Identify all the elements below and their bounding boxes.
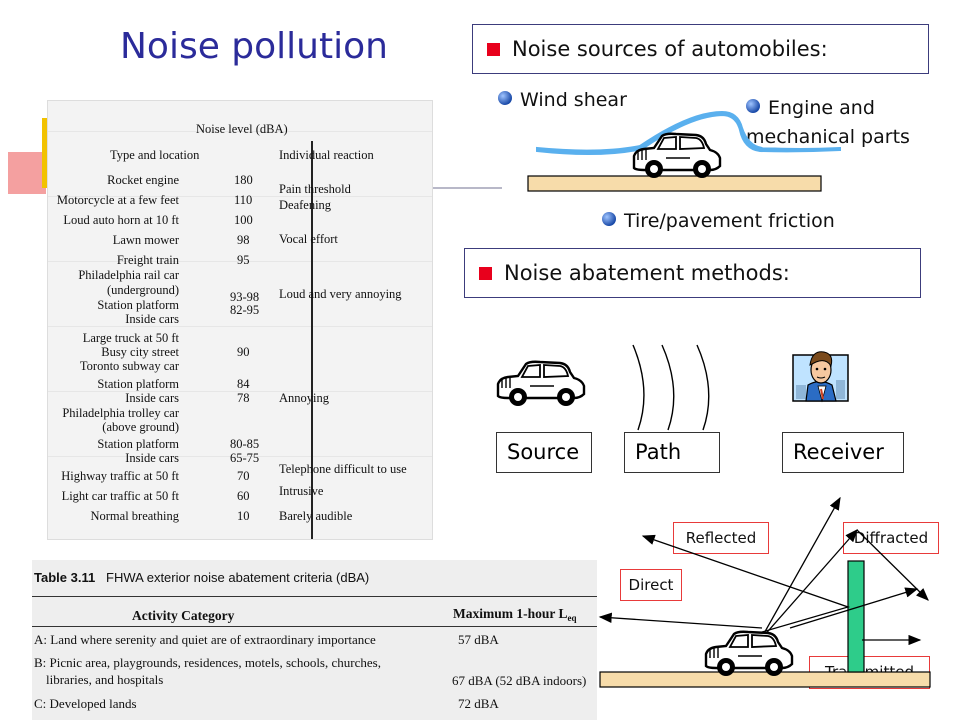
column-header: Individual reaction <box>279 148 374 162</box>
table-cell: Lawn mower <box>112 233 179 247</box>
car-icon <box>704 630 794 678</box>
table-cell: 98 <box>237 233 250 247</box>
table-cell: Barely audible <box>279 509 353 523</box>
noise-barrier <box>847 560 865 673</box>
table-cell: Inside cars <box>125 312 179 326</box>
table-cell: Busy city street <box>101 345 179 359</box>
receiver-person-icon <box>792 351 849 403</box>
abatement-heading: Noise abatement methods: <box>464 248 921 298</box>
table-cell: (underground) <box>107 283 179 297</box>
bullet-wind-shear: Wind shear <box>498 86 627 115</box>
column-header: Type and location <box>110 148 200 162</box>
table-cell: libraries, and hospitals <box>46 672 164 687</box>
road-surface <box>527 175 822 192</box>
table-cell: Philadelphia rail car <box>78 268 179 282</box>
noise-level-table: Noise level (dBA) Type and location Indi… <box>47 100 433 540</box>
table-cell: 72 dBA <box>458 696 499 711</box>
decorative-accent <box>42 118 48 188</box>
table-cell: A: Land where serenity and quiet are of … <box>34 632 376 647</box>
bullet-square-icon <box>479 266 492 280</box>
column-header: Maximum 1-hour Leq <box>453 606 577 623</box>
table-divider <box>311 141 313 539</box>
slide-title: Noise pollution <box>120 26 388 67</box>
source-box: Source <box>496 432 592 473</box>
table-cell: Rocket engine <box>107 173 179 187</box>
fhwa-criteria-table: Table 3.11 FHWA exterior noise abatement… <box>32 560 597 720</box>
table-cell: Station platform <box>97 377 179 391</box>
table-cell: 100 <box>234 213 253 227</box>
table-cell: Loud and very annoying <box>279 287 402 301</box>
table-cell: B: Picnic area, playgrounds, residences,… <box>34 655 381 670</box>
table-cell: C: Developed lands <box>34 696 137 711</box>
table-cell: 80-85 <box>230 437 260 451</box>
table-cell: Intrusive <box>279 484 324 498</box>
table-cell: 93-98 <box>230 290 260 304</box>
receiver-box: Receiver <box>782 432 904 473</box>
table-cell: 57 dBA <box>458 632 499 647</box>
divider-line <box>432 187 502 189</box>
table-cell: 60 <box>237 489 250 503</box>
bullet-square-icon <box>487 42 500 56</box>
table-cell: Annoying <box>279 391 329 405</box>
table-cell: Deafening <box>279 198 332 212</box>
table-cell: Station platform <box>97 298 179 312</box>
table-cell: 180 <box>234 173 253 187</box>
table-cell: 82-95 <box>230 303 260 317</box>
reflected-label: Reflected <box>673 522 769 554</box>
path-box: Path <box>624 432 720 473</box>
reflected-arrow <box>641 534 851 633</box>
table-cell: Inside cars <box>125 451 179 465</box>
table-cell: Toronto subway car <box>79 359 179 373</box>
table-cell: Highway traffic at 50 ft <box>61 469 179 483</box>
direct-arrow <box>598 612 763 629</box>
column-header: Activity Category <box>132 608 235 623</box>
table-cell: 70 <box>237 469 250 483</box>
decorative-bar <box>8 152 46 194</box>
sound-wave <box>696 344 710 431</box>
table-cell: Normal breathing <box>90 509 179 523</box>
table-cell: Vocal effort <box>279 232 338 246</box>
table-cell: Light car traffic at 50 ft <box>61 489 179 503</box>
table-cell: Telephone difficult to use <box>279 462 407 476</box>
table-cell: 10 <box>237 509 250 523</box>
bullet-dot-icon <box>498 91 512 105</box>
table-cell: Pain threshold <box>279 182 351 196</box>
table-cell: Loud auto horn at 10 ft <box>63 213 179 227</box>
table-cell: 78 <box>237 391 250 405</box>
noise-sources-heading: Noise sources of automobiles: <box>472 24 929 74</box>
table-cell: Large truck at 50 ft <box>82 331 179 345</box>
bullet-dot-icon <box>602 212 616 226</box>
bullet-dot-icon <box>746 99 760 113</box>
table-cell: Philadelphia trolley car <box>62 406 179 420</box>
table-caption: Table 3.11 FHWA exterior noise abatement… <box>34 570 370 585</box>
column-header: Noise level (dBA) <box>196 122 288 136</box>
table-cell: 95 <box>237 253 250 267</box>
sound-wave <box>661 344 675 431</box>
table-cell: 65-75 <box>230 451 260 465</box>
wind-flow-curve <box>536 110 841 156</box>
table-cell: 110 <box>234 193 253 207</box>
diffracted-label: Diffracted <box>843 522 939 554</box>
ray-arrow <box>761 496 841 638</box>
ray-arrow <box>761 529 858 639</box>
table-cell: Motorcycle at a few feet <box>56 193 179 207</box>
ray-arrow <box>789 587 919 629</box>
diffracted-arrow <box>856 529 929 601</box>
table-cell: Station platform <box>97 437 179 451</box>
table-cell: 84 <box>237 377 250 391</box>
table-cell: Freight train <box>116 253 179 267</box>
table-cell: Inside cars <box>125 391 179 405</box>
ground-surface <box>599 671 931 688</box>
table-cell: 67 dBA (52 dBA indoors) <box>452 673 587 688</box>
table-cell: 90 <box>237 345 250 359</box>
source-car-icon <box>496 360 586 408</box>
bullet-tire-friction: Tire/pavement friction <box>602 207 835 236</box>
sound-wave <box>632 344 645 431</box>
table-cell: (above ground) <box>102 420 179 434</box>
direct-label: Direct <box>620 569 682 601</box>
